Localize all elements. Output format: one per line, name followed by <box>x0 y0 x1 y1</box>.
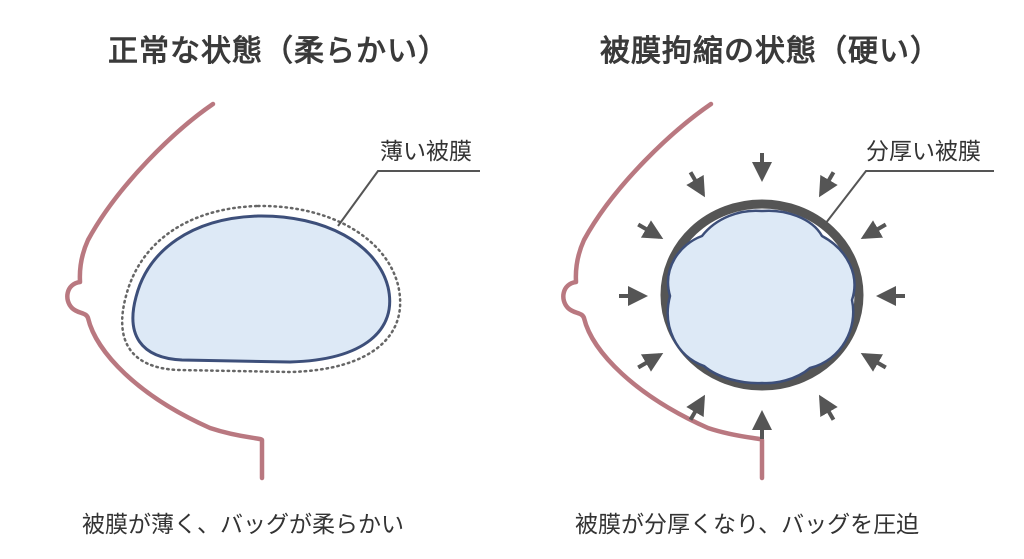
right-implant-bag <box>666 209 856 385</box>
left-callout-leader <box>337 170 480 227</box>
compression-arrow <box>818 394 838 421</box>
compression-arrow <box>637 220 664 240</box>
left-breast-outline <box>65 101 265 481</box>
compression-arrow <box>686 394 706 421</box>
left-implant-bag <box>131 214 392 364</box>
compression-arrow <box>686 171 706 198</box>
right-callout-label: 分厚い被膜 <box>866 139 981 165</box>
right-panel-title: 被膜拘縮の状態（硬い） <box>600 34 941 69</box>
left-panel-caption: 被膜が薄く、バッグが柔らかい <box>82 512 404 538</box>
right-panel-caption: 被膜が分厚くなり、バッグを圧迫 <box>575 512 920 538</box>
compression-arrow <box>818 171 838 198</box>
right-breast-outline <box>561 101 765 481</box>
right-callout-leader <box>821 170 994 229</box>
left-thin-capsule <box>121 204 402 374</box>
compression-arrow <box>860 352 887 372</box>
left-callout-label: 薄い被膜 <box>380 139 472 165</box>
compression-arrows <box>619 153 905 439</box>
compression-arrow <box>860 220 887 240</box>
left-panel-title: 正常な状態（柔らかい） <box>108 34 449 69</box>
compression-arrow <box>637 352 664 372</box>
